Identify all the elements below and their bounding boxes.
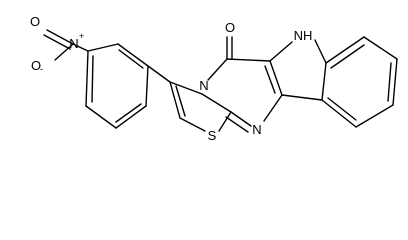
indole-nh-label: NH bbox=[294, 28, 313, 43]
imine-nitrogen-label: N bbox=[252, 122, 261, 137]
bond-benzene-2 bbox=[117, 43, 149, 67]
bond-n-carbonyl-carbon bbox=[207, 58, 228, 81]
bond-n-o-bottom bbox=[54, 43, 74, 61]
bond-indole-benzene-4 bbox=[355, 104, 394, 128]
chemical-structure: O N + O - O NH N N S bbox=[30, 14, 398, 143]
bond-indole-benzene-1-inner bbox=[330, 44, 365, 69]
atom-labels: O N + O - O NH N N S bbox=[30, 14, 312, 143]
bond-thiazole-n-c bbox=[201, 93, 232, 113]
bond-benzene-4-inner bbox=[115, 103, 142, 123]
bond-imine-n-c-double bbox=[225, 116, 249, 133]
bond-n-o-top-double bbox=[43, 34, 71, 50]
bond-c3a-c9b-double bbox=[264, 65, 276, 94]
bond-thiazole-c-s bbox=[179, 117, 206, 132]
bond-indole-benzene-3 bbox=[392, 58, 398, 106]
bond-benzene-3 bbox=[145, 65, 149, 107]
bond-benzene-6 bbox=[85, 50, 89, 107]
carbonyl-oxygen-label: O bbox=[225, 20, 235, 35]
bond-c7a-c3b bbox=[321, 62, 327, 101]
bond-c3b-c9b bbox=[281, 94, 323, 101]
bond-imine-n-c bbox=[230, 111, 252, 127]
nitro-nitrogen-label: N bbox=[69, 36, 78, 51]
bond-thiazole-s-c bbox=[218, 111, 232, 132]
nitro-oxygen-bottom-charge: - bbox=[40, 64, 43, 74]
bond-indole-benzene-5 bbox=[321, 99, 357, 128]
bonds bbox=[43, 29, 398, 133]
nitro-nitrogen-charge: + bbox=[79, 31, 84, 41]
bond-benzene-2-inner bbox=[118, 49, 144, 69]
bond-c3a-nh bbox=[269, 41, 293, 62]
bond-nh-c7a bbox=[314, 39, 327, 64]
bond-indole-benzene-3-inner bbox=[387, 62, 392, 102]
bond-benzene-5 bbox=[85, 105, 117, 129]
bond-thiazole-c-c bbox=[169, 81, 181, 119]
nitro-oxygen-bottom-label: O bbox=[31, 58, 41, 73]
sulfur-label: S bbox=[208, 128, 217, 143]
bond-c3a-c9b bbox=[269, 60, 283, 96]
bond-benzene-4 bbox=[115, 105, 147, 129]
bond-indole-benzene-2 bbox=[363, 36, 398, 60]
bond-n-o-top bbox=[46, 29, 74, 45]
bridgehead-nitrogen-label: N bbox=[199, 78, 208, 93]
bond-aryl-thiazole bbox=[147, 65, 171, 83]
bond-carbonyl-c3a bbox=[226, 58, 271, 62]
bond-indole-benzene-1 bbox=[325, 36, 365, 64]
bond-benzene-6-inner bbox=[91, 55, 94, 103]
bond-indole-benzene-5-inner bbox=[327, 97, 357, 121]
bond-n-aryl bbox=[72, 43, 89, 52]
bond-thiazole-c-c-double bbox=[175, 85, 186, 117]
nitro-oxygen-top-label: O bbox=[30, 14, 40, 29]
bond-c9b-imine-n bbox=[263, 94, 283, 122]
bond-benzene-1 bbox=[87, 43, 119, 52]
bond-thiazole-c-n bbox=[169, 81, 203, 95]
